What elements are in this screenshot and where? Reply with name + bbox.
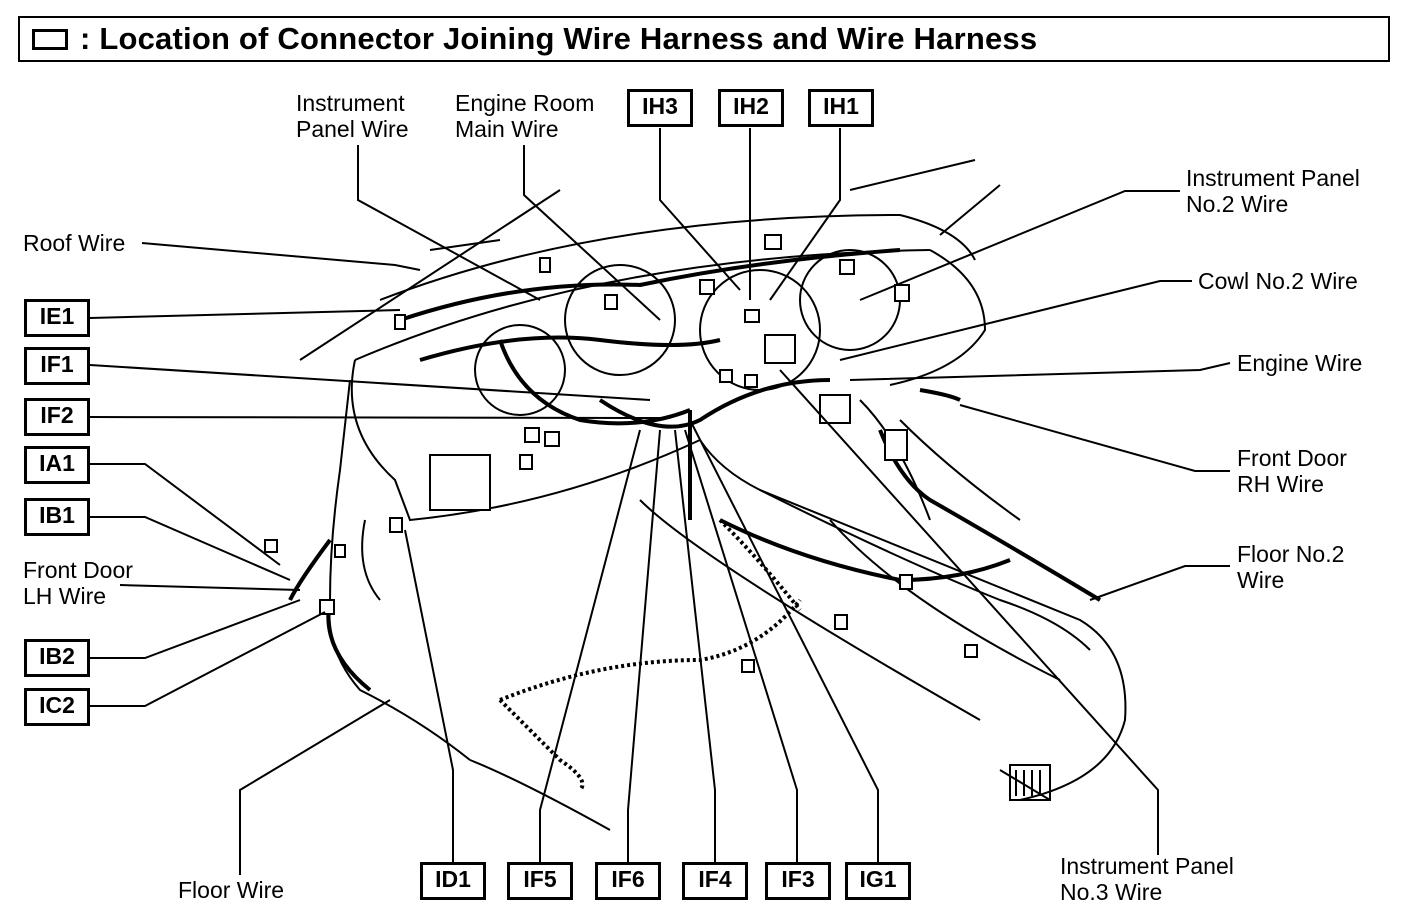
floor-harness (498, 518, 802, 792)
connector-if1: IF1 (24, 347, 90, 385)
label-instrument-panel-no3-wire: Instrument Panel No.3 Wire (1060, 853, 1234, 905)
connector-if5: IF5 (507, 862, 573, 900)
connector-ic2: IC2 (24, 688, 90, 726)
connector-ig1: IG1 (845, 862, 911, 900)
connector-ih3: IH3 (627, 89, 693, 127)
connector-ib2: IB2 (24, 639, 90, 677)
label-line: Front Door (1237, 445, 1347, 471)
label-instrument-panel-wire: Instrument Panel Wire (296, 90, 408, 142)
leader-lines (89, 128, 1231, 875)
label-roof-wire: Roof Wire (23, 230, 126, 256)
label-line: Panel Wire (296, 116, 409, 142)
label-line: Front Door (23, 557, 133, 583)
connector-blocks (264, 234, 978, 673)
connector-if3: IF3 (765, 862, 831, 900)
label-front-door-rh-wire: Front Door RH Wire (1237, 445, 1347, 497)
vehicle-outline (299, 159, 1127, 831)
page-title: : Location of Connector Joining Wire Har… (80, 21, 1038, 56)
label-line: No.3 Wire (1060, 879, 1163, 905)
label-engine-wire: Engine Wire (1237, 350, 1363, 376)
label-line: Main Wire (455, 116, 559, 142)
wire-harness-bundles (288, 248, 1102, 692)
label-front-door-lh-wire: Front Door LH Wire (23, 557, 133, 609)
connector-ib1: IB1 (24, 498, 90, 536)
connector-ih1: IH1 (808, 89, 874, 127)
label-line: Instrument Panel (1060, 853, 1234, 879)
label-floor-wire: Floor Wire (178, 877, 285, 903)
label-line: Floor No.2 (1237, 541, 1345, 567)
connector-if2: IF2 (24, 398, 90, 436)
connector-ih2: IH2 (718, 89, 784, 127)
connector-ie1: IE1 (24, 299, 90, 337)
label-line: Engine Room (455, 90, 595, 116)
label-line: No.2 Wire (1186, 191, 1289, 217)
label-instrument-panel-no2-wire: Instrument Panel No.2 Wire (1186, 165, 1360, 217)
connector-id1: ID1 (420, 862, 486, 900)
connector-if6: IF6 (595, 862, 661, 900)
label-floor-no2-wire: Floor No.2 Wire (1237, 541, 1344, 593)
label-line: Instrument (296, 90, 405, 116)
connector-if4: IF4 (682, 862, 748, 900)
label-cowl-no2-wire: Cowl No.2 Wire (1198, 268, 1358, 294)
box-icon (32, 28, 68, 50)
label-line: RH Wire (1237, 471, 1324, 497)
label-line: LH Wire (23, 583, 107, 609)
label-line: Instrument Panel (1186, 165, 1360, 191)
title-bar: : Location of Connector Joining Wire Har… (18, 16, 1390, 62)
label-line: Wire (1237, 567, 1285, 593)
label-engine-room-main-wire: Engine Room Main Wire (455, 90, 594, 142)
connector-ia1: IA1 (24, 446, 90, 484)
